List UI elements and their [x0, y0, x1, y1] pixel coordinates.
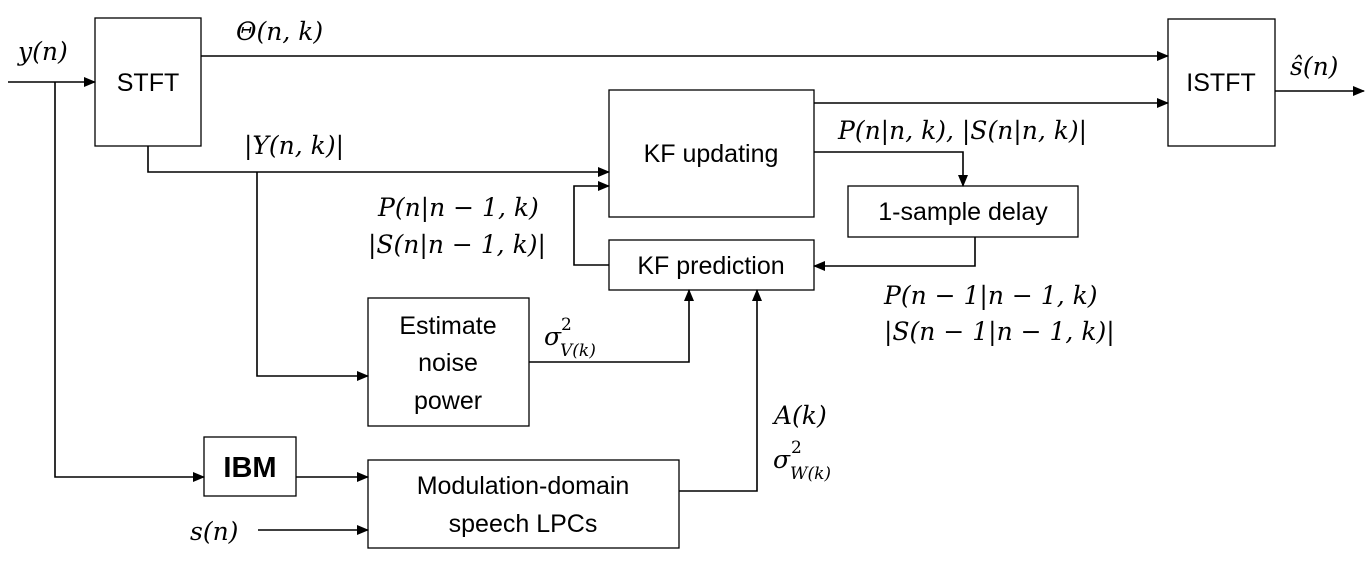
- speech-variance-symbol: σ: [773, 445, 791, 474]
- delay-to-prediction-arrow: [813, 237, 976, 271]
- prediction-output-label-2: |S(n|n − 1, k)|: [368, 230, 546, 260]
- ibm-label: IBM: [223, 452, 276, 484]
- noise-variance-symbol: σ: [544, 322, 562, 351]
- prediction-output-label-1: P(n|n − 1, k): [377, 193, 539, 223]
- kf-updating-label: KF updating: [644, 140, 779, 168]
- lpc-coefficient-label: A(k): [772, 401, 827, 430]
- speech-variance-label: σ 2 W(k): [773, 438, 831, 484]
- delay-output-label-1: P(n − 1|n − 1, k): [883, 281, 1098, 311]
- phase-label: Θ(n, k): [236, 17, 323, 46]
- prediction-to-update-arrow: [573, 181, 610, 266]
- input-to-ibm-arrow: [54, 82, 205, 482]
- speech-variance-exponent: 2: [791, 438, 802, 458]
- update-to-delay-arrow: [814, 151, 968, 187]
- lpc-block: Modulation-domain speech LPCs: [367, 459, 680, 549]
- istft-label: ISTFT: [1186, 69, 1255, 97]
- noise-variance-subscript: V(k): [560, 341, 596, 361]
- output-label: ŝ(n): [1290, 52, 1338, 81]
- speech-variance-subscript: W(k): [790, 464, 831, 484]
- noise-estimate-line-2: noise: [418, 349, 478, 377]
- noise-estimate-block: Estimate noise power: [367, 297, 530, 427]
- magnitude-to-noise-arrow: [256, 172, 369, 381]
- lpc-line-1: Modulation-domain: [417, 472, 630, 500]
- kf-updating-block: KF updating: [608, 89, 815, 218]
- kf-prediction-block: KF prediction: [608, 239, 815, 291]
- stft-label: STFT: [117, 69, 180, 97]
- update-output-label: P(n|n, k), |S(n|n, k)|: [837, 116, 1087, 146]
- istft-block: ISTFT: [1167, 18, 1276, 147]
- ibm-block: IBM: [203, 436, 297, 497]
- delay-label: 1-sample delay: [878, 198, 1048, 226]
- delay-block: 1-sample delay: [847, 185, 1079, 238]
- noise-estimate-line-1: Estimate: [399, 312, 496, 340]
- magnitude-label: |Y(n, k)|: [244, 131, 344, 161]
- clean-speech-label: s(n): [190, 517, 238, 546]
- noise-variance-exponent: 2: [561, 315, 572, 335]
- magnitude-arrow: [147, 146, 610, 177]
- input-label: y(n): [17, 37, 68, 66]
- lpc-line-2: speech LPCs: [449, 510, 598, 538]
- stft-block: STFT: [94, 17, 202, 147]
- noise-to-prediction-arrow: [529, 289, 694, 363]
- noise-estimate-line-3: power: [414, 387, 482, 415]
- delay-output-label-2: |S(n − 1|n − 1, k)|: [884, 317, 1115, 347]
- lpc-to-prediction-arrow: [679, 289, 762, 492]
- noise-variance-label: σ 2 V(k): [544, 315, 596, 361]
- kf-prediction-label: KF prediction: [637, 252, 784, 280]
